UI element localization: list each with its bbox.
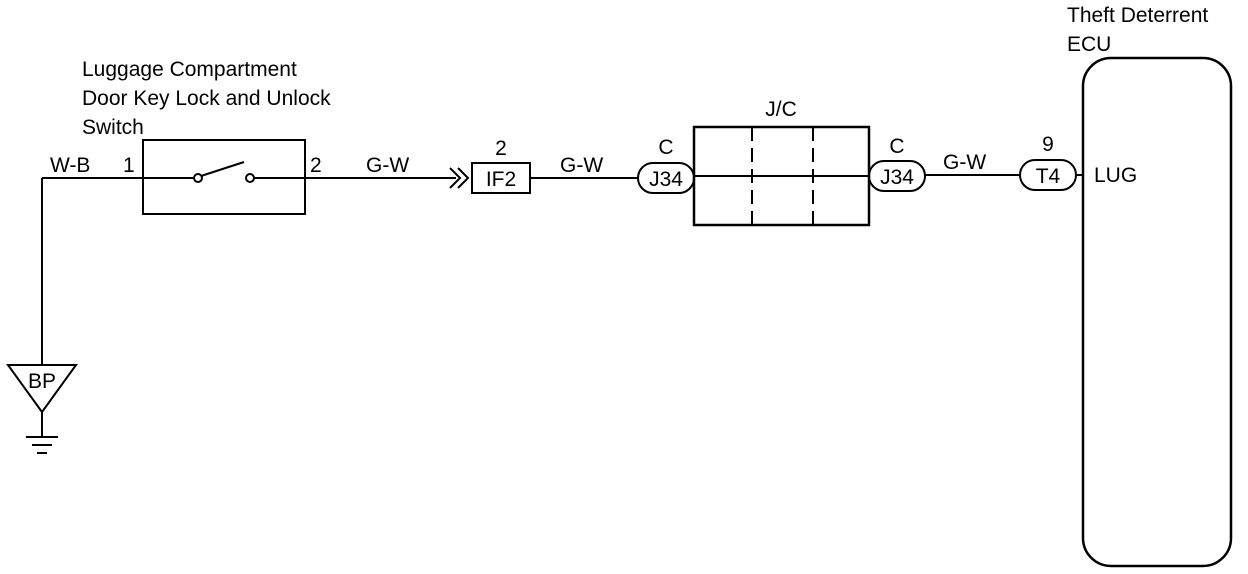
ecu-label-line2: ECU bbox=[1067, 33, 1111, 56]
ground-label: BP bbox=[28, 370, 56, 393]
ground-wire bbox=[41, 177, 143, 365]
connector-j34-left-label: J34 bbox=[649, 168, 683, 191]
switch-pin-2: 2 bbox=[310, 154, 322, 177]
wire-color-gw-2: G-W bbox=[560, 154, 603, 177]
ecu-terminal-lug: LUG bbox=[1094, 164, 1137, 187]
connector-j34-left-pin: C bbox=[658, 136, 673, 159]
ground-point-bp bbox=[6, 364, 78, 454]
connector-t4-label: T4 bbox=[1036, 165, 1061, 188]
connector-if2-pin: 2 bbox=[495, 137, 507, 160]
connector-j34-right-label: J34 bbox=[880, 166, 914, 189]
connector-if2-label: IF2 bbox=[486, 168, 516, 191]
junction-connector-box bbox=[692, 125, 871, 227]
wire-color-w-b: W-B bbox=[50, 154, 90, 177]
switch-pin-1: 1 bbox=[123, 154, 135, 177]
junction-label: J/C bbox=[765, 98, 797, 121]
switch-contact-arm bbox=[200, 161, 245, 177]
wire-switch-to-if2 bbox=[305, 167, 470, 189]
theft-deterrent-ecu bbox=[1081, 56, 1233, 568]
connector-t4-pin: 9 bbox=[1042, 133, 1054, 156]
switch-label-line2: Door Key Lock and Unlock bbox=[82, 87, 331, 110]
ecu-label-line1: Theft Deterrent bbox=[1067, 4, 1208, 27]
switch-box bbox=[142, 139, 306, 215]
switch-label-line3: Switch bbox=[82, 116, 144, 139]
wire-color-gw-3: G-W bbox=[943, 151, 986, 174]
connector-j34-right-pin: C bbox=[889, 135, 904, 158]
wire-color-gw-1: G-W bbox=[366, 154, 409, 177]
switch-label-line1: Luggage Compartment bbox=[82, 58, 297, 81]
